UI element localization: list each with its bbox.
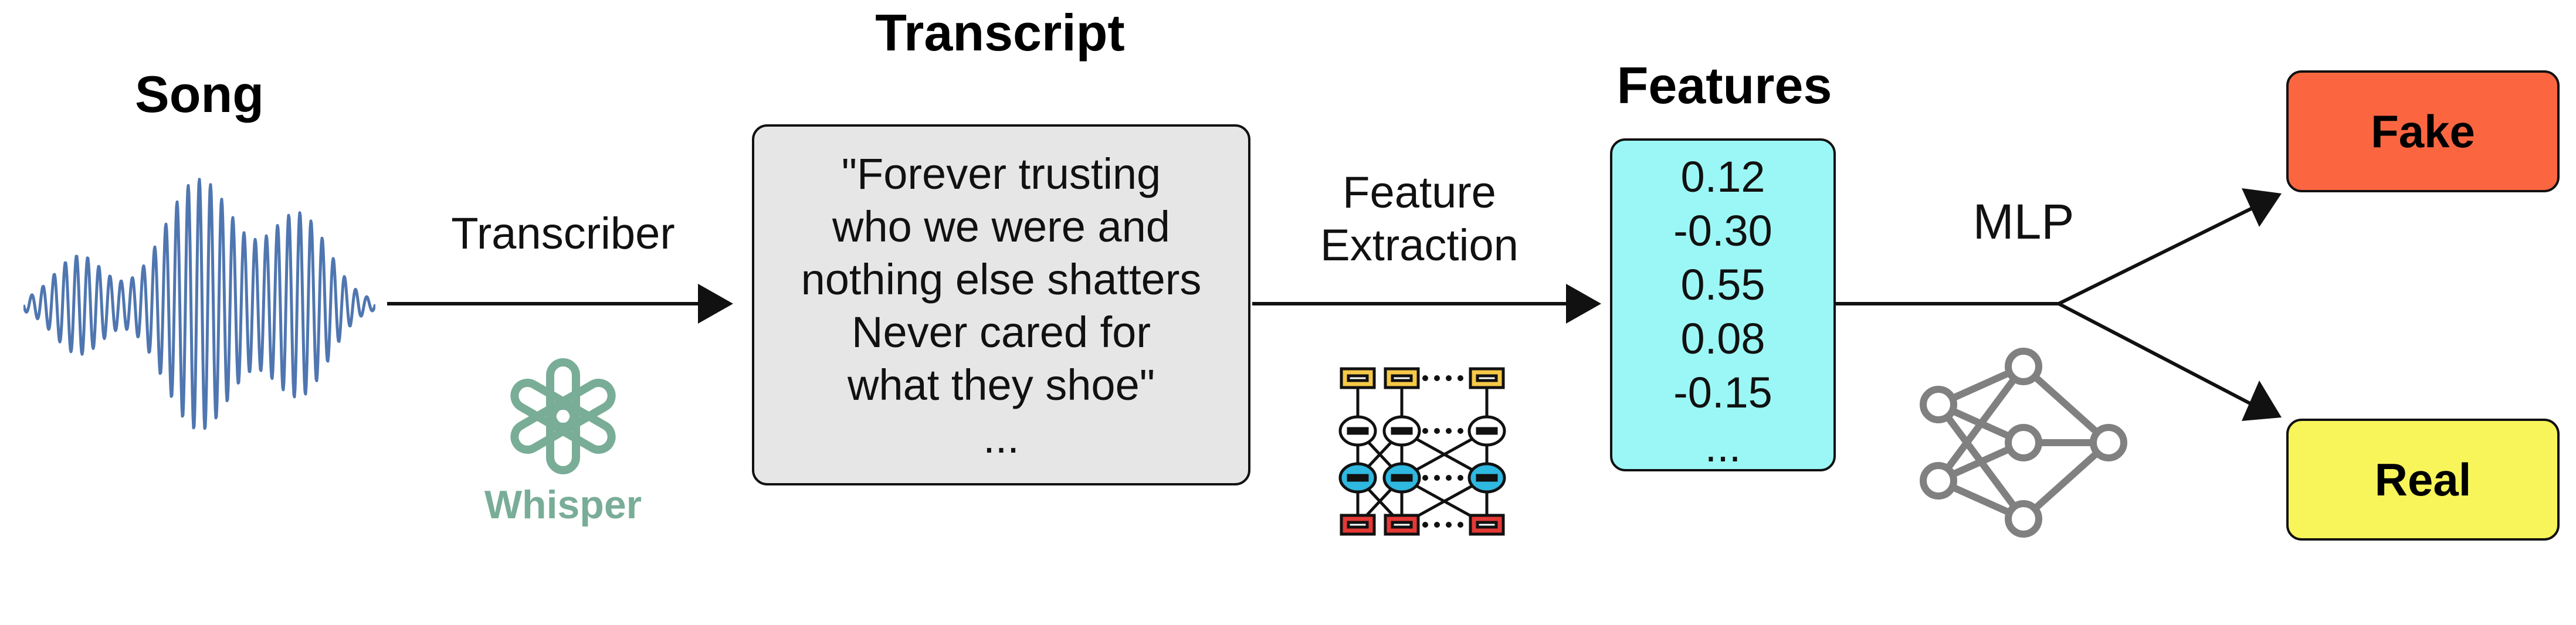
transcript-title: Transcript — [875, 4, 1125, 62]
waveform-icon — [23, 178, 375, 430]
feature-value: -0.30 — [1673, 206, 1772, 255]
arrow-to-fake — [2058, 206, 2253, 305]
fake-label: Fake — [2371, 105, 2475, 157]
transcript-line: "Forever trusting — [841, 150, 1161, 198]
transcript-line: who we were and — [832, 202, 1170, 251]
transcript-lines: "Forever trusting who we were and nothin… — [754, 148, 1248, 464]
feature-extraction-label-line1: Feature — [1343, 168, 1496, 218]
features-box: 0.12 -0.30 0.55 0.08 -0.15 ... — [1610, 138, 1836, 471]
feature-extractor-network-icon — [1338, 367, 1506, 536]
real-label: Real — [2374, 453, 2472, 505]
extractor-neuron-bar — [1476, 474, 1498, 482]
transcript-line: what they shoe" — [847, 361, 1155, 409]
arrowhead-fake — [2242, 188, 2282, 227]
feature-value: ... — [1704, 422, 1741, 471]
transcript-line: Never cared for — [852, 308, 1151, 356]
song-title: Song — [135, 65, 264, 123]
arrowhead-transcriber — [698, 284, 733, 324]
transcript-line: ... — [983, 413, 1019, 462]
mlp-network-icon — [1920, 348, 2127, 538]
feature-value: 0.55 — [1680, 260, 1765, 309]
extractor-node-inner — [1476, 521, 1498, 529]
mlp-neuron — [2005, 348, 2042, 385]
mlp-edge — [2020, 439, 2112, 522]
extractor-neuron-bar — [1391, 474, 1413, 482]
extractor-node-inner — [1347, 521, 1369, 529]
extractor-node — [1384, 367, 1420, 389]
extractor-neuron-bar — [1347, 474, 1369, 482]
real-output-box: Real — [2286, 419, 2560, 541]
mlp-neuron — [2090, 424, 2127, 461]
feature-values: 0.12 -0.30 0.55 0.08 -0.15 ... — [1612, 150, 1833, 474]
features-title: Features — [1616, 56, 1832, 114]
mlp-edge — [2020, 363, 2112, 446]
feature-value: 0.08 — [1680, 314, 1765, 363]
extractor-node — [1469, 367, 1505, 389]
extractor-node-inner — [1391, 521, 1413, 529]
mlp-neuron — [2005, 424, 2042, 461]
transcript-box: "Forever trusting who we were and nothin… — [752, 124, 1250, 485]
extractor-neuron-bar — [1347, 427, 1369, 435]
arrow-to-real — [2058, 302, 2253, 406]
feature-value: 0.12 — [1680, 152, 1765, 201]
extractor-node-inner — [1391, 374, 1413, 382]
extractor-node-inner — [1347, 374, 1369, 382]
fake-output-box: Fake — [2286, 70, 2560, 192]
feature-value: -0.15 — [1673, 368, 1772, 417]
whisper-loop — [510, 379, 578, 432]
extractor-neuron-bar — [1476, 427, 1498, 435]
arrowhead-feature-extraction — [1566, 284, 1601, 324]
mlp-neuron — [2005, 500, 2042, 538]
mlp-edge — [1935, 363, 2027, 484]
waveform-line — [23, 178, 375, 430]
extractor-neuron-bar — [1391, 427, 1413, 435]
mlp-label: MLP — [1972, 194, 2075, 249]
whisper-logo-icon — [510, 358, 616, 474]
mlp-neuron — [1920, 386, 1957, 423]
mlp-neuron — [1920, 462, 1957, 500]
feature-extraction-label-line2: Extraction — [1320, 220, 1519, 270]
whisper-label: Whisper — [484, 483, 642, 527]
transcript-line: nothing else shatters — [801, 255, 1202, 304]
arrowhead-real — [2242, 381, 2282, 421]
transcriber-label: Transcriber — [451, 209, 675, 259]
extractor-node-inner — [1476, 374, 1498, 382]
